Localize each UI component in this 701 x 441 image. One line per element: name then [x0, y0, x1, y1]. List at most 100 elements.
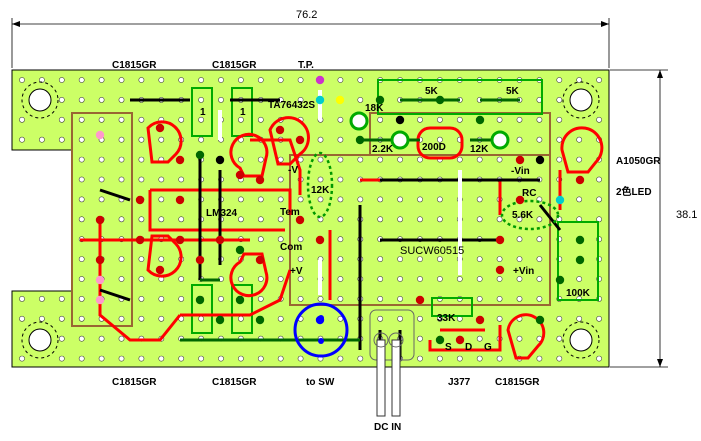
component-pad	[495, 235, 505, 245]
board-hole	[377, 196, 384, 203]
board-hole	[138, 355, 145, 362]
height-dimension-label: 38.1	[676, 209, 697, 221]
board-hole	[158, 196, 165, 203]
component-pad	[95, 275, 105, 285]
board-hole	[337, 196, 344, 203]
board-hole	[496, 295, 503, 302]
board-hole	[218, 97, 224, 103]
board-hole	[496, 276, 503, 282]
board-hole	[377, 216, 384, 223]
board-hole	[138, 77, 145, 83]
component-pad	[95, 130, 105, 140]
board-hole	[158, 295, 165, 302]
board-hole	[237, 276, 244, 282]
board-hole	[98, 196, 105, 203]
board-hole	[417, 335, 423, 342]
board-hole	[337, 136, 344, 143]
board-hole	[78, 216, 85, 223]
board-hole	[19, 355, 25, 362]
transistor-label-top-right: C1815GR	[212, 60, 257, 71]
board-hole	[118, 216, 125, 223]
board-hole	[576, 156, 583, 163]
board-hole	[476, 216, 483, 223]
board-hole	[237, 77, 244, 83]
trimmer-200d	[416, 126, 464, 160]
board-hole	[277, 315, 284, 322]
board-hole	[337, 176, 344, 183]
board-hole	[496, 116, 503, 123]
board-hole	[39, 315, 45, 322]
board-hole	[19, 116, 25, 123]
board-hole	[138, 315, 145, 322]
board-hole	[138, 216, 145, 223]
board-hole	[198, 77, 204, 83]
board-hole	[596, 196, 602, 203]
component-pad	[315, 235, 325, 245]
board-hole	[377, 156, 384, 163]
board-hole	[317, 136, 324, 143]
board-hole	[436, 276, 443, 282]
board-hole	[476, 295, 483, 302]
pin-s: S	[445, 342, 452, 353]
board-hole	[78, 97, 85, 103]
board-hole	[357, 77, 364, 83]
transistor-label-bottom-middle: C1815GR	[212, 377, 257, 388]
component-pad	[395, 115, 405, 125]
board-hole	[58, 355, 65, 362]
board-hole	[198, 97, 204, 103]
board-hole	[138, 156, 145, 163]
transistor-q3	[229, 132, 269, 178]
board-hole	[257, 236, 264, 243]
board-hole	[138, 295, 145, 302]
r12k-mid-label: 12K	[311, 185, 330, 196]
board-hole	[98, 335, 105, 342]
width-dimension-label: 76.2	[296, 9, 317, 21]
board-hole	[417, 315, 423, 322]
board-hole	[257, 77, 264, 83]
board-hole	[118, 136, 125, 143]
board-hole	[218, 77, 224, 83]
board-hole	[337, 236, 344, 243]
r200d-label: 200D	[422, 142, 446, 153]
hole-grid	[19, 77, 602, 362]
switch-label: to SW	[306, 377, 335, 388]
board-hole	[536, 276, 543, 282]
board-hole	[297, 256, 304, 262]
component-pad	[555, 275, 565, 285]
transistor-label-top-left: C1815GR	[112, 60, 157, 71]
transistor-q2	[146, 234, 183, 278]
green-wires	[180, 98, 520, 342]
component-pad	[255, 175, 265, 185]
board-hole	[576, 77, 583, 83]
r22k-label: 2.2K	[372, 144, 394, 155]
board-hole	[277, 355, 284, 362]
transistor-outlines	[146, 116, 604, 360]
board-hole	[58, 136, 65, 143]
board-hole	[118, 335, 125, 342]
board-hole	[456, 355, 463, 362]
board-hole	[556, 97, 563, 103]
board-hole	[257, 156, 264, 163]
board-hole	[596, 176, 602, 183]
board-hole	[556, 335, 563, 342]
board-hole	[158, 256, 165, 262]
board-hole	[297, 97, 304, 103]
board-hole	[377, 116, 384, 123]
board-hole	[536, 116, 543, 123]
board-hole	[317, 176, 324, 183]
board-hole	[297, 236, 304, 243]
board-hole	[397, 216, 403, 223]
board-hole	[417, 116, 423, 123]
board-hole	[436, 116, 443, 123]
component-pad	[435, 95, 445, 105]
component-pad	[295, 215, 305, 225]
board-hole	[377, 256, 384, 262]
component-pad	[95, 295, 105, 305]
pin-com: Com	[280, 242, 302, 253]
board-hole	[596, 315, 602, 322]
board-hole	[516, 295, 523, 302]
board-hole	[178, 355, 185, 362]
board-hole	[118, 276, 125, 282]
pin-minus-v: -V	[288, 165, 298, 176]
board-hole	[98, 77, 105, 83]
